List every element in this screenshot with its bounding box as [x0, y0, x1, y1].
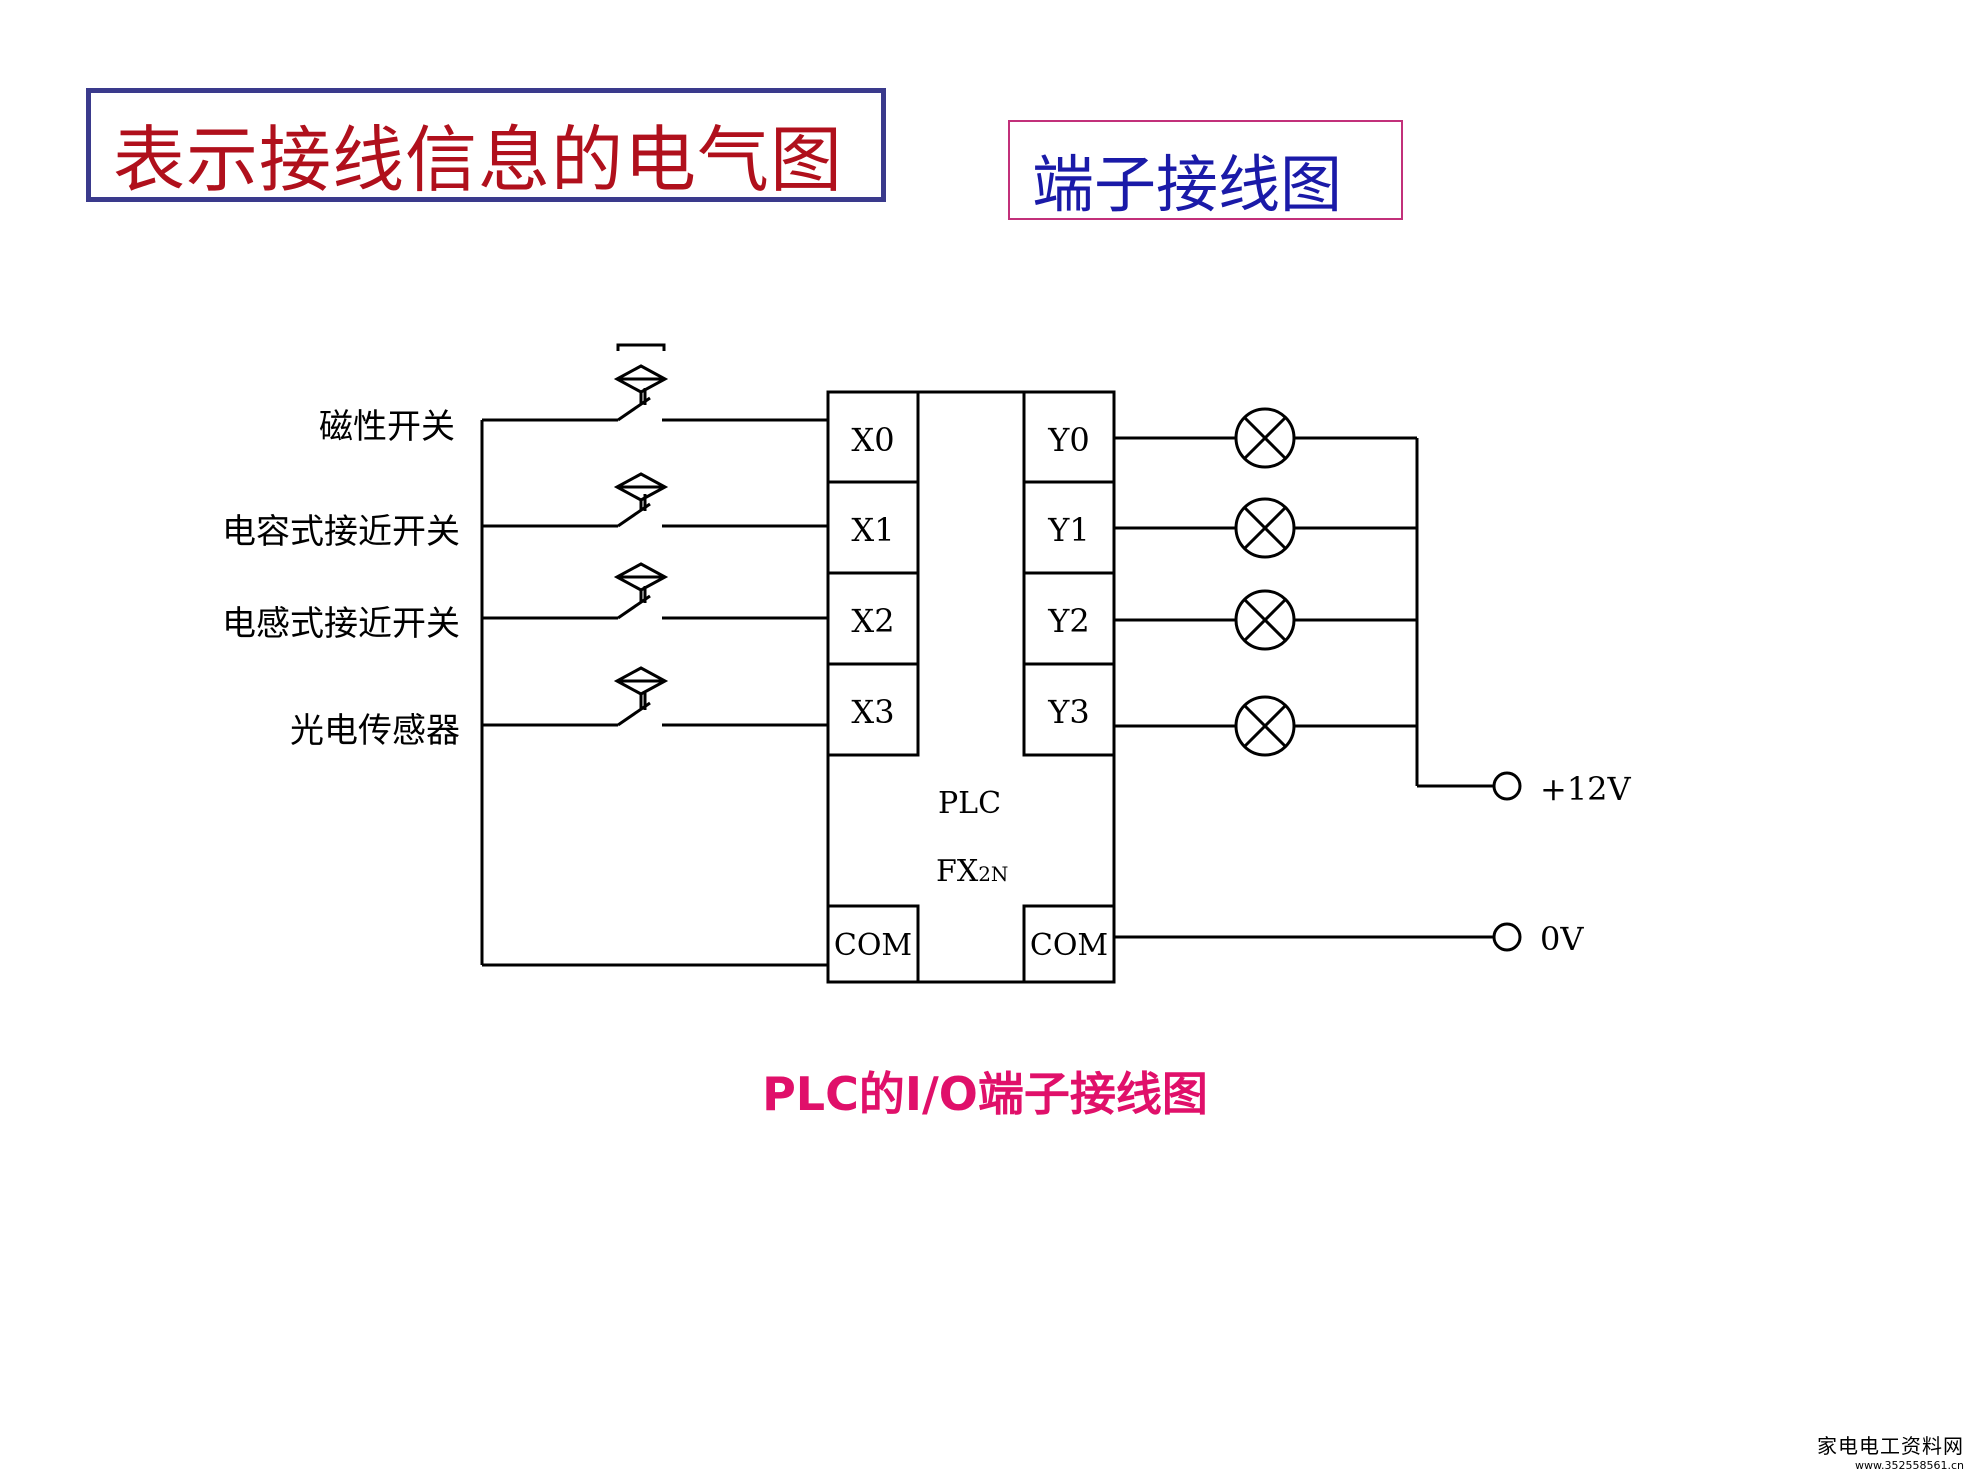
capacitive-sensor-icon — [613, 472, 669, 528]
subtitle: 端子接线图 — [1032, 148, 1343, 221]
plc-block — [826, 390, 1116, 984]
power-label-zero: 0V — [1540, 920, 1584, 958]
lamps — [1234, 407, 1296, 757]
switches — [613, 343, 669, 727]
terminal-label: X2 — [851, 602, 894, 640]
com-label: COM — [1030, 928, 1108, 963]
input-label: 电感式接近开关 — [222, 604, 460, 644]
power-label-plus: +12V — [1540, 770, 1632, 808]
plc-name: PLC — [938, 786, 1001, 821]
watermark-title: 家电电工资料网 — [1817, 1434, 1964, 1458]
photoelectric-sensor-icon — [613, 666, 669, 727]
com-label: COM — [834, 928, 912, 963]
power-terminals — [1492, 771, 1522, 952]
input-label: 光电传感器 — [290, 711, 460, 751]
subtitle-box: 端子接线图 — [1008, 120, 1403, 221]
terminal-label: X3 — [851, 693, 894, 731]
wires — [480, 418, 1494, 967]
title-box: 表示接线信息的电气图 — [86, 88, 886, 202]
lamp-icon — [1234, 497, 1296, 559]
input-label: 磁性开关 — [319, 407, 455, 447]
watermark-url: www.352558561.cn — [1855, 1459, 1964, 1472]
lamp-icon — [1234, 695, 1296, 757]
plc-model-sub: 2N — [978, 862, 1008, 886]
watermark: 家电电工资料网 www.352558561.cn — [1817, 1430, 1964, 1472]
page-title: 表示接线信息的电气图 — [113, 118, 844, 202]
plc-model-main: FX — [936, 854, 979, 889]
magnetic-switch-icon — [613, 343, 669, 422]
input-label: 电容式接近开关 — [222, 512, 460, 552]
figure-caption: PLC的I/O端子接线图 — [762, 1067, 1208, 1121]
terminal-label: Y3 — [1047, 693, 1089, 731]
terminal-circle-icon — [1492, 922, 1522, 952]
terminal-label: X0 — [851, 421, 894, 459]
terminal-label: X1 — [851, 511, 894, 549]
lamp-icon — [1234, 407, 1296, 469]
terminal-label: Y2 — [1047, 602, 1089, 640]
lamp-icon — [1234, 589, 1296, 651]
terminal-circle-icon — [1492, 771, 1522, 801]
terminal-label: Y1 — [1047, 511, 1089, 549]
terminal-label: Y0 — [1047, 421, 1089, 459]
plc-model: FX2N — [936, 854, 1008, 889]
inductive-sensor-icon — [613, 562, 669, 620]
